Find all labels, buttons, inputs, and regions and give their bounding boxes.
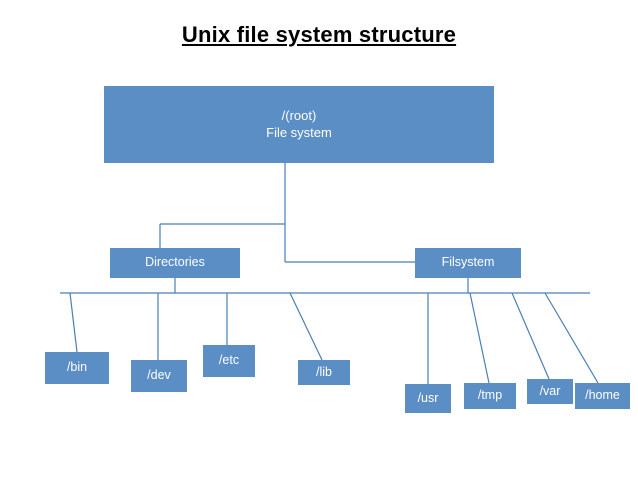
page-title: Unix file system structure <box>181 22 457 47</box>
node-var-label: /var <box>539 383 561 398</box>
node-directories[interactable]: Directories <box>110 248 240 278</box>
node-usr-label: /usr <box>417 390 439 405</box>
node-usr[interactable]: /usr <box>405 384 451 413</box>
node-etc-label: /etc <box>218 353 240 368</box>
node-filsystem-label: Filsystem <box>441 255 495 270</box>
node-lib[interactable]: /lib <box>298 360 350 385</box>
node-root-line1: /(root) <box>281 108 317 124</box>
node-directories-label: Directories <box>145 255 205 270</box>
node-home[interactable]: /home <box>575 383 630 409</box>
node-home-label: /home <box>585 388 620 403</box>
node-lib-label: /lib <box>316 364 332 379</box>
node-bin[interactable]: /bin <box>45 352 109 384</box>
node-root[interactable]: /(root) File system <box>104 86 494 163</box>
node-tmp[interactable]: /tmp <box>464 383 516 409</box>
node-dev-label: /dev <box>147 368 171 383</box>
node-etc[interactable]: /etc <box>203 345 255 377</box>
node-filsystem[interactable]: Filsystem <box>415 248 521 278</box>
node-dev[interactable]: /dev <box>131 360 187 392</box>
node-root-line2: File system <box>266 124 332 140</box>
node-var[interactable]: /var <box>527 379 573 404</box>
node-bin-label: /bin <box>66 360 88 375</box>
node-tmp-label: /tmp <box>477 388 503 403</box>
